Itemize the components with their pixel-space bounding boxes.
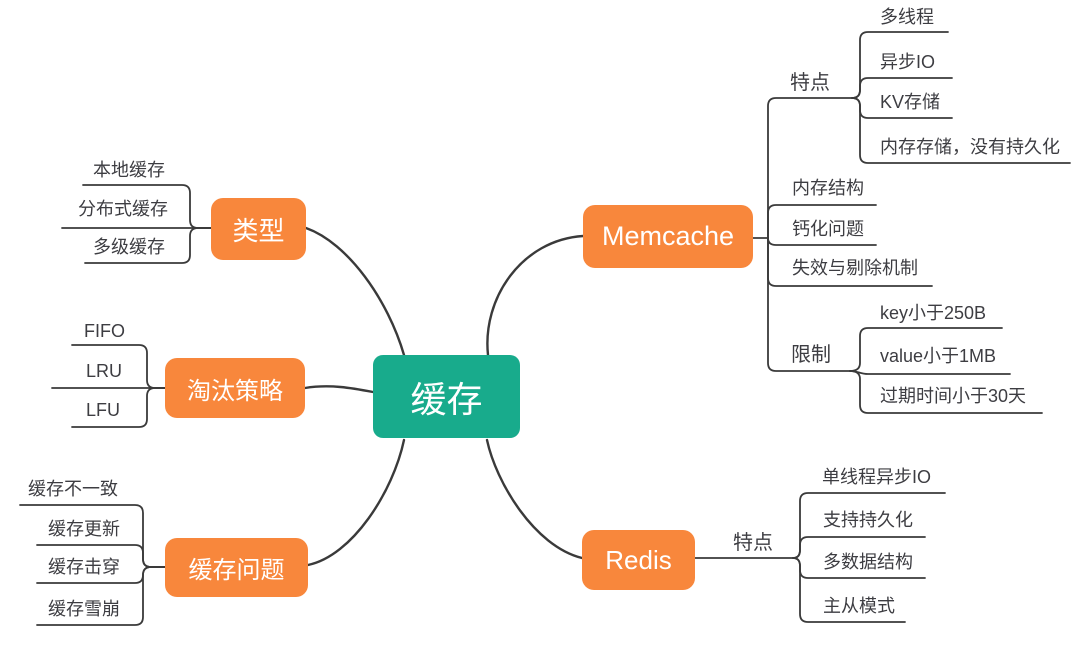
label-redis-features[interactable]: 特点: [733, 532, 773, 554]
node-eviction-strategy-label: 淘汰策略: [187, 377, 283, 405]
leaf-memory-structure[interactable]: 内存结构: [792, 178, 864, 198]
leaf-cache-inconsistency[interactable]: 缓存不一致: [28, 479, 118, 499]
connector-redis-master-slave: [792, 557, 906, 623]
node-cache-problems[interactable]: 缓存问题: [165, 538, 308, 597]
leaf-memory-storage-no-persistence[interactable]: 内存存储，没有持久化: [880, 137, 1060, 157]
connector-memcache-memory-structure: [767, 204, 877, 239]
leaf-lru[interactable]: LRU: [86, 361, 123, 381]
connector-limits-value: [849, 370, 1011, 375]
leaf-master-slave-mode[interactable]: 主从模式: [823, 596, 895, 616]
leaf-key-limit[interactable]: key小于250B: [880, 303, 987, 323]
leaf-cache-avalanche[interactable]: 缓存雪崩: [48, 599, 120, 619]
connector-center-problems: [306, 438, 406, 567]
node-eviction-strategy[interactable]: 淘汰策略: [165, 358, 305, 418]
leaf-cache-penetration[interactable]: 缓存击穿: [48, 557, 120, 577]
leaf-distributed-cache[interactable]: 分布式缓存: [78, 199, 168, 219]
leaf-expire-time-limit[interactable]: 过期时间小于30天: [880, 386, 1027, 406]
connector-limits-expire: [849, 370, 1043, 414]
label-memcache-features[interactable]: 特点: [790, 72, 830, 94]
leaf-multi-data-structure[interactable]: 多数据结构: [823, 552, 913, 572]
connector-redis-persistence: [792, 536, 926, 559]
node-redis-label: Redis: [605, 544, 672, 575]
leaf-value-limit[interactable]: value小于1MB: [880, 346, 997, 366]
connector-eviction-lfu: [71, 387, 166, 428]
connector-features-async-io: [851, 77, 953, 99]
leaf-cache-update[interactable]: 缓存更新: [48, 519, 120, 539]
connector-center-eviction: [303, 385, 375, 394]
connector-center-type: [304, 226, 406, 357]
node-cache-root[interactable]: 缓存: [373, 355, 520, 438]
leaf-multilevel-cache[interactable]: 多级缓存: [93, 237, 165, 257]
leaf-calcification-problem[interactable]: 钙化问题: [792, 219, 864, 239]
leaf-persistence-support[interactable]: 支持持久化: [823, 510, 913, 530]
connector-type-multilevel: [84, 227, 212, 264]
connector-problems-avalanche: [36, 566, 166, 626]
node-type[interactable]: 类型: [211, 198, 306, 260]
node-type-label: 类型: [232, 215, 285, 246]
connector-center-redis: [485, 438, 584, 560]
connector-features-no-persistence: [851, 97, 1071, 164]
leaf-multithread[interactable]: 多线程: [880, 7, 934, 27]
connector-limits-key: [849, 327, 1003, 372]
leaf-local-cache[interactable]: 本地缓存: [93, 160, 165, 180]
connector-memcache-limits: [767, 237, 851, 372]
leaf-single-thread-async-io[interactable]: 单线程异步IO: [822, 467, 932, 487]
node-memcache-label: Memcache: [601, 221, 735, 251]
connector-center-memcache: [486, 234, 585, 357]
leaf-lfu[interactable]: LFU: [86, 400, 121, 420]
label-memcache-limits[interactable]: 限制: [791, 344, 831, 366]
leaf-kv-storage[interactable]: KV存储: [880, 92, 941, 112]
node-cache-root-label: 缓存: [410, 378, 483, 420]
node-redis[interactable]: Redis: [582, 530, 695, 590]
leaf-fifo[interactable]: FIFO: [84, 321, 125, 341]
node-memcache[interactable]: Memcache: [583, 205, 753, 268]
leaf-expiration-eviction-mechanism[interactable]: 失效与剔除机制: [792, 258, 918, 278]
leaf-async-io[interactable]: 异步IO: [880, 52, 936, 72]
connector-memcache-features: [767, 97, 853, 239]
node-cache-problems-label: 缓存问题: [188, 557, 285, 584]
